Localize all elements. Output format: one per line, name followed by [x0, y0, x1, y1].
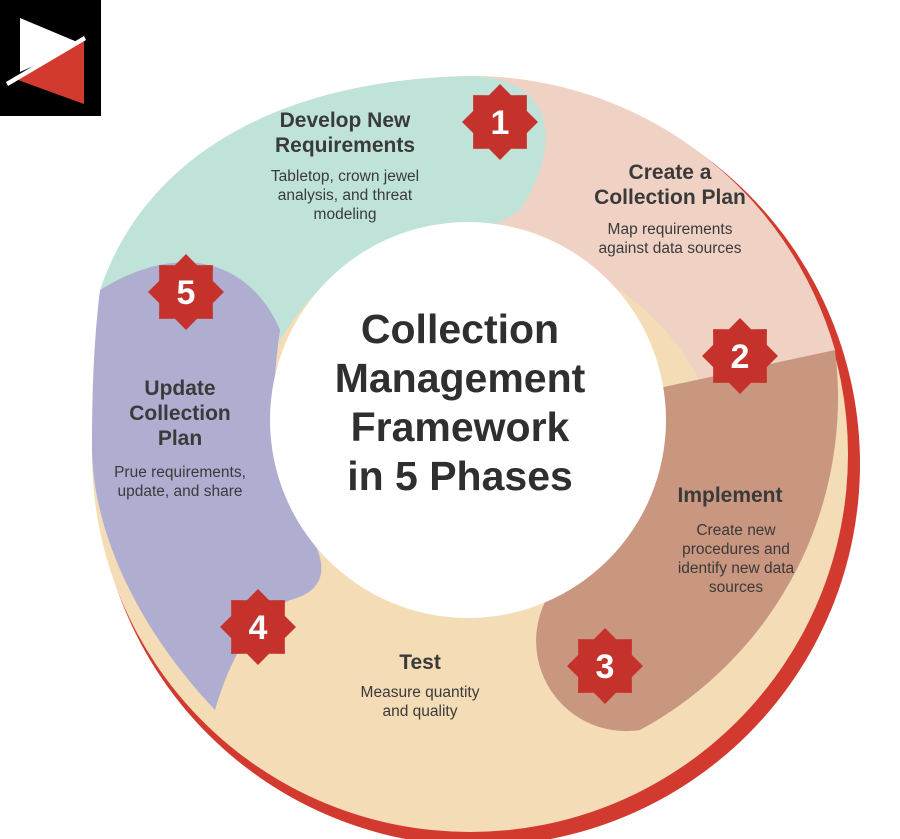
phase-4-description: Measure quantity and quality: [320, 683, 520, 721]
phase-1-label: Develop New Requirements Tabletop, crown…: [230, 108, 460, 224]
description-line: identify new data: [677, 560, 795, 577]
title-line: Collection Plan: [594, 186, 746, 209]
badge-star: [702, 318, 778, 394]
description-line: Map requirements: [607, 221, 733, 238]
logo-white-stroke: [6, 36, 86, 86]
phase-3-description: Create new procedures and identify new d…: [630, 521, 830, 597]
title-line: Collection: [129, 402, 231, 425]
phase-3-title: Implement: [630, 483, 830, 508]
logo-red-triangle: [18, 40, 84, 104]
badge-star: [567, 628, 643, 704]
phase-5-label: Update Collection Plan Prue requirements…: [90, 376, 270, 501]
badge-phase-3: 3: [567, 628, 643, 704]
phase-2-label: Create a Collection Plan Map requirement…: [560, 160, 780, 258]
badge-star: [220, 589, 296, 665]
description-line: procedures and: [682, 541, 790, 558]
badge-phase-2: 2: [702, 318, 778, 394]
description-line: modeling: [313, 206, 377, 223]
phase-1-description: Tabletop, crown jewel analysis, and thre…: [230, 167, 460, 224]
phase-2-title: Create a Collection Plan: [560, 160, 780, 210]
badge-number: 4: [249, 609, 268, 647]
center-title-line: Management: [334, 355, 586, 401]
center-circle: [270, 222, 666, 618]
description-line: Create new: [696, 522, 776, 539]
badge-number: 2: [731, 338, 750, 376]
description-line: update, and share: [117, 483, 243, 500]
badge-number: 3: [596, 648, 615, 686]
phase-4-label: Test Measure quantity and quality: [320, 650, 520, 721]
description-line: sources: [708, 579, 764, 596]
title-line: Test: [399, 651, 441, 674]
logo-white-triangle: [20, 18, 82, 72]
brand-logo: [0, 0, 101, 116]
phase-2-description: Map requirements against data sources: [560, 220, 780, 258]
phase-4-title: Test: [320, 650, 520, 675]
center-title: Collection Management Framework in 5 Pha…: [290, 305, 630, 501]
phase-5-description: Prue requirements, update, and share: [90, 463, 270, 501]
description-line: Prue requirements,: [114, 464, 246, 481]
title-line: Create a: [628, 161, 712, 184]
badge-phase-1: 1: [462, 84, 538, 160]
description-line: against data sources: [598, 240, 742, 257]
title-line: Plan: [157, 427, 203, 450]
title-line: Requirements: [274, 134, 416, 157]
description-line: and quality: [382, 703, 458, 720]
description-line: Measure quantity: [360, 684, 480, 701]
phase-5-title: Update Collection Plan: [90, 376, 270, 451]
badge-number: 1: [491, 104, 510, 142]
badge-phase-5: 5: [148, 254, 224, 330]
badge-phase-4: 4: [220, 589, 296, 665]
phase-1-title: Develop New Requirements: [230, 108, 460, 158]
title-line: Develop New: [279, 109, 411, 132]
description-line: analysis, and threat: [277, 187, 413, 204]
title-line: Implement: [677, 484, 783, 507]
badge-star: [148, 254, 224, 330]
phase-3-label: Implement Create new procedures and iden…: [630, 483, 830, 597]
center-title-line: in 5 Phases: [347, 453, 573, 499]
badge-number: 5: [177, 274, 196, 312]
center-title-line: Framework: [350, 404, 570, 450]
description-line: Tabletop, crown jewel: [270, 168, 420, 185]
badge-star: [462, 84, 538, 160]
center-title-line: Collection: [360, 306, 560, 352]
title-line: Update: [144, 377, 216, 400]
